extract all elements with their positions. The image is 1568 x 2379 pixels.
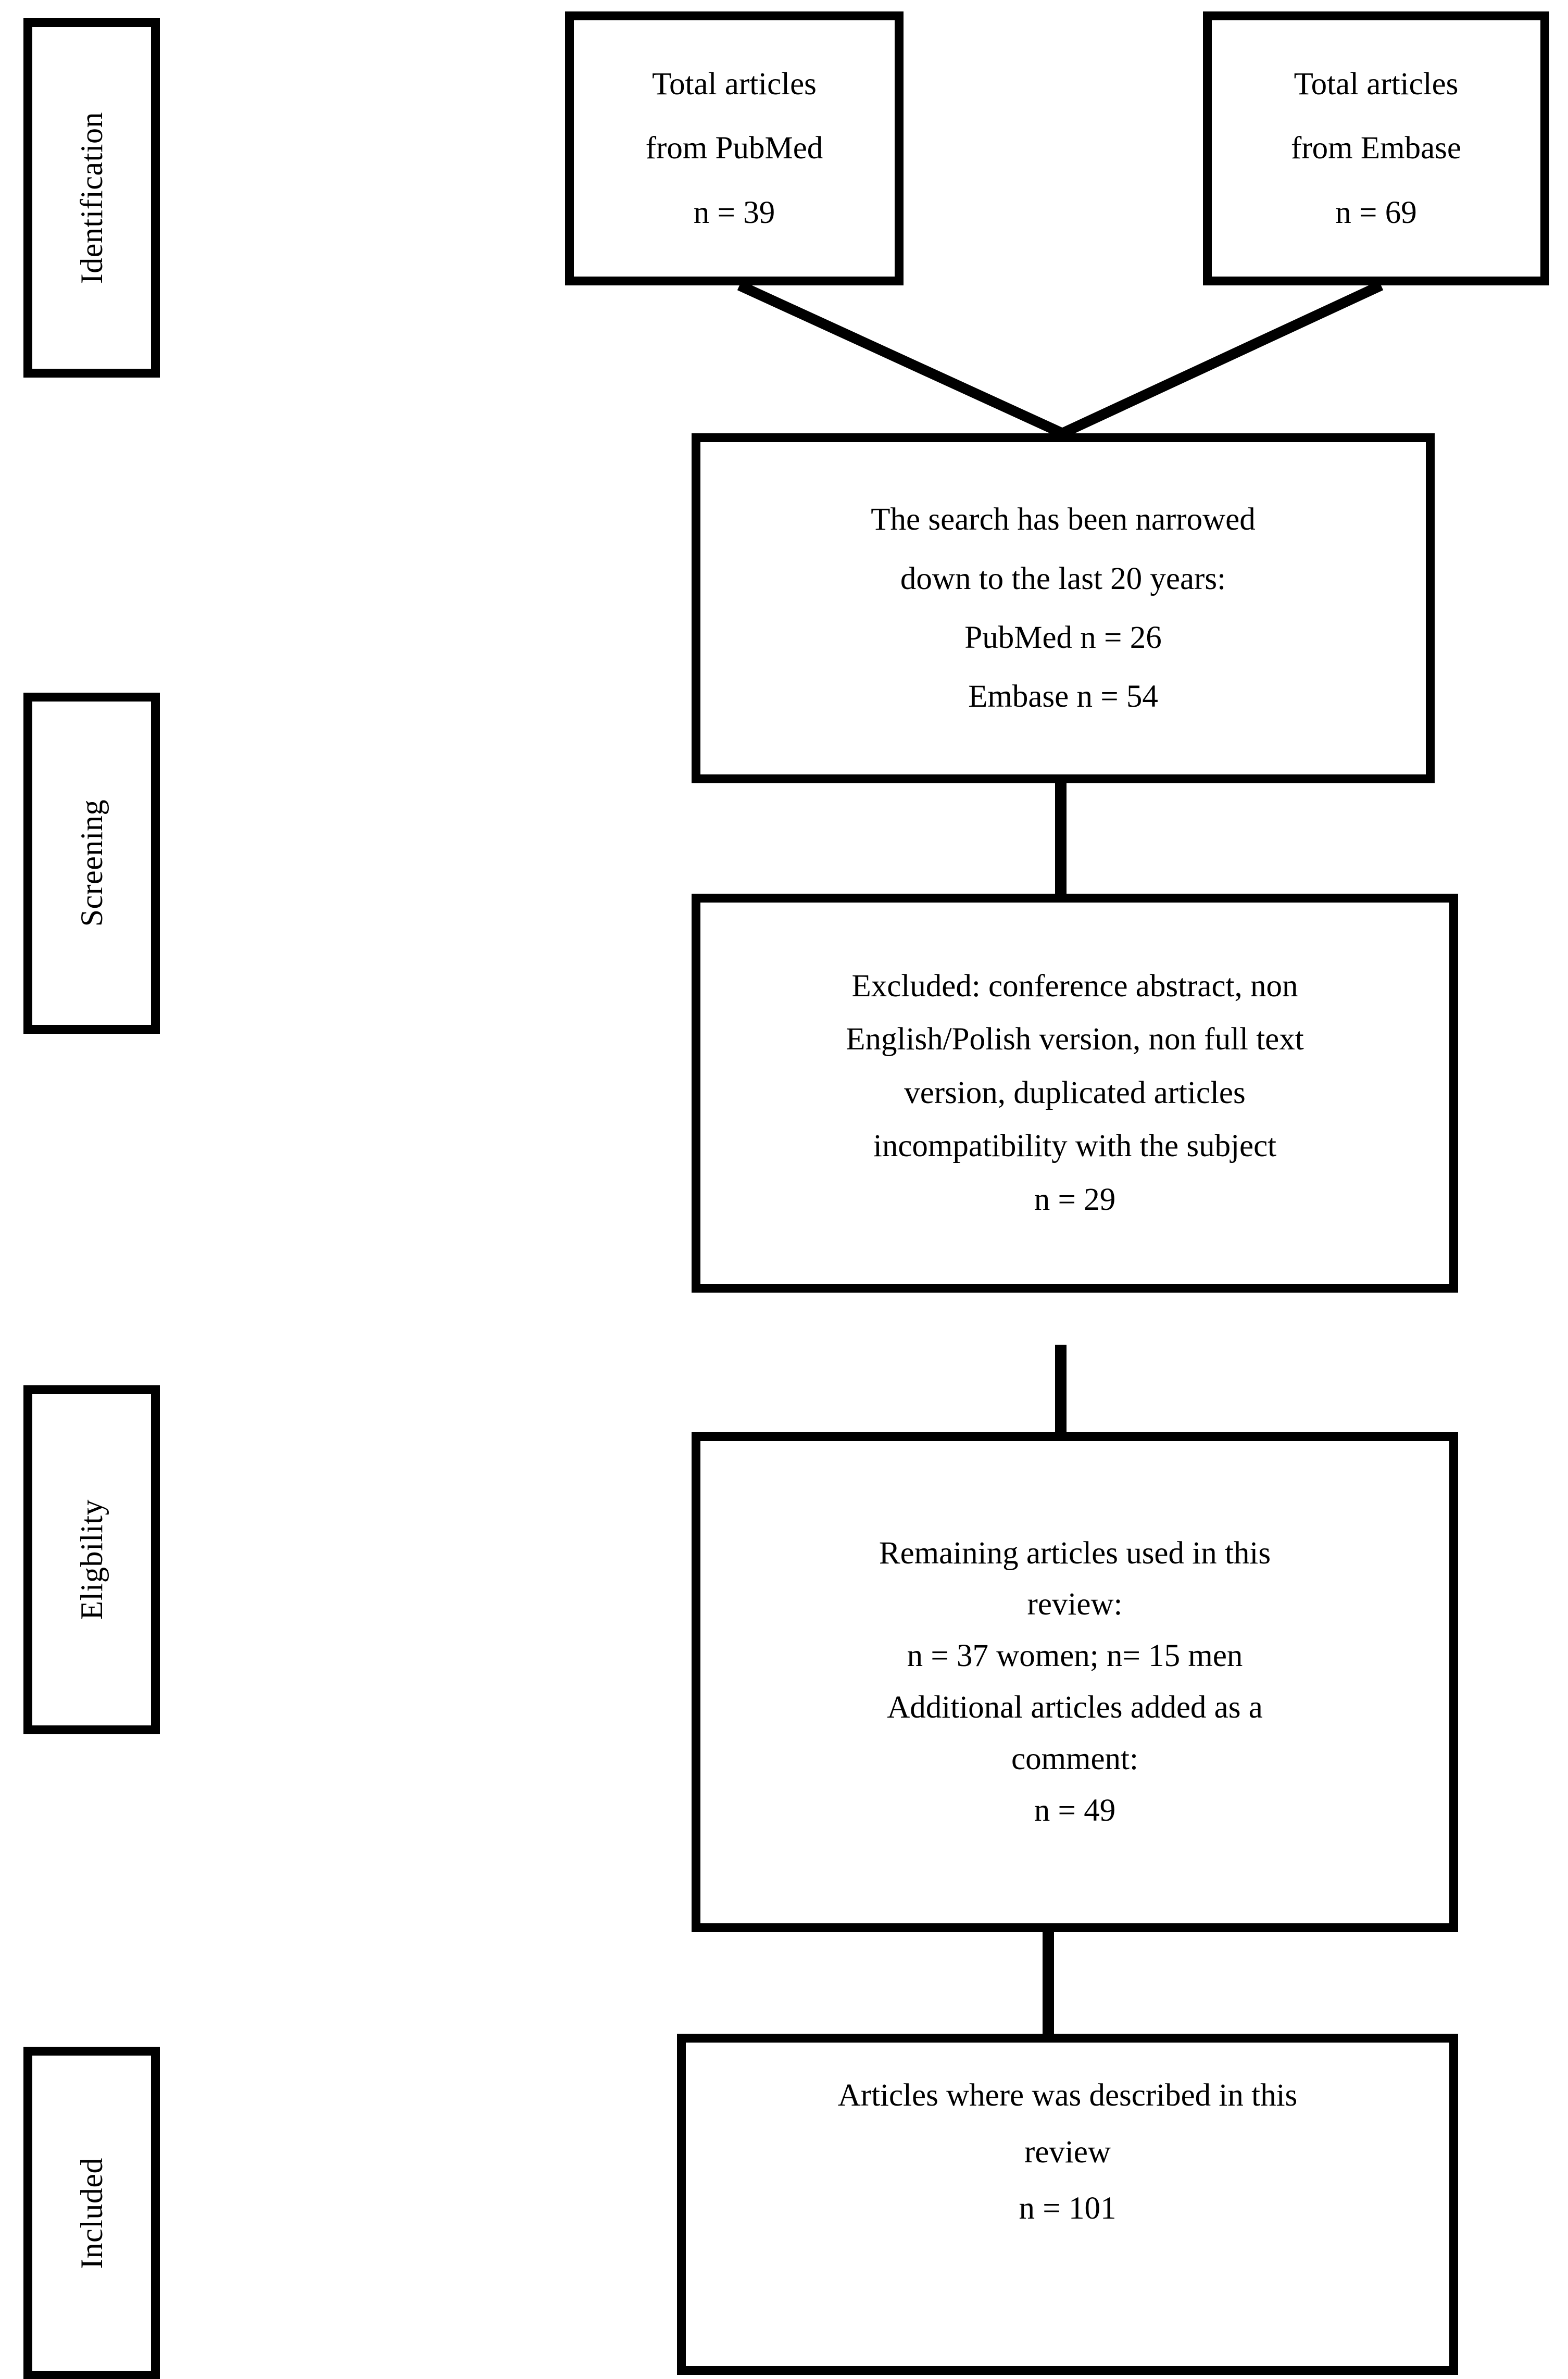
box-final-included: Articles where was described in this rev… [677,2034,1458,2375]
box-pubmed-line-2: from PubMed [645,131,823,166]
box-pubmed-line-1: Total articles [652,67,817,102]
stage-box-included: Included [23,2047,160,2379]
box-pubmed-line-3: n = 39 [693,195,775,230]
box-excluded: Excluded: conference abstract, non Engli… [692,894,1458,1293]
box-final-line-2: review [1024,2134,1111,2170]
box-remaining-line-1: Remaining articles used in this [879,1535,1271,1571]
box-excluded-line-4: incompatibility with the subject [873,1129,1277,1164]
box-remaining-articles: Remaining articles used in this review: … [692,1432,1458,1932]
stage-box-eligibility: Eligbility [23,1385,160,1734]
connector-pubmed-to-narrowed [737,280,1065,439]
box-excluded-line-5: n = 29 [1034,1182,1116,1217]
stage-label-screening: Screening [74,799,109,927]
connector-narrowed-to-excluded [1055,781,1067,894]
box-narrowed-line-4: Embase n = 54 [968,679,1158,715]
connector-remaining-to-final [1043,1932,1054,2034]
stage-label-eligibility: Eligbility [74,1499,109,1620]
box-excluded-line-1: Excluded: conference abstract, non [851,968,1298,1004]
box-excluded-line-3: version, duplicated articles [904,1075,1246,1110]
box-pubmed-source: Total articles from PubMed n = 39 [565,11,904,285]
box-embase-source: Total articles from Embase n = 69 [1203,11,1549,285]
connector-embase-to-narrowed [1060,280,1384,439]
stage-label-included: Included [74,2158,109,2269]
box-narrowed-line-3: PubMed n = 26 [964,620,1162,655]
box-embase-line-2: from Embase [1291,131,1461,166]
box-remaining-line-2: review: [1027,1587,1123,1622]
stage-box-screening: Screening [23,693,160,1034]
box-remaining-line-3: n = 37 women; n= 15 men [907,1638,1243,1674]
box-embase-line-1: Total articles [1294,67,1459,102]
box-narrowed-line-1: The search has been narrowed [871,502,1256,537]
box-remaining-line-5: comment: [1011,1741,1138,1776]
box-excluded-line-2: English/Polish version, non full text [846,1022,1304,1057]
box-final-line-3: n = 101 [1019,2191,1117,2226]
box-narrowed-search: The search has been narrowed down to the… [692,433,1435,783]
connector-excluded-to-remaining [1055,1345,1067,1432]
box-final-line-1: Articles where was described in this [837,2078,1298,2113]
box-remaining-line-4: Additional articles added as a [887,1690,1263,1725]
box-remaining-line-6: n = 49 [1034,1793,1116,1828]
box-narrowed-line-2: down to the last 20 years: [900,561,1226,596]
box-embase-line-3: n = 69 [1335,195,1417,230]
stage-box-identification: Identification [23,18,160,378]
stage-label-identification: Identification [74,111,109,284]
